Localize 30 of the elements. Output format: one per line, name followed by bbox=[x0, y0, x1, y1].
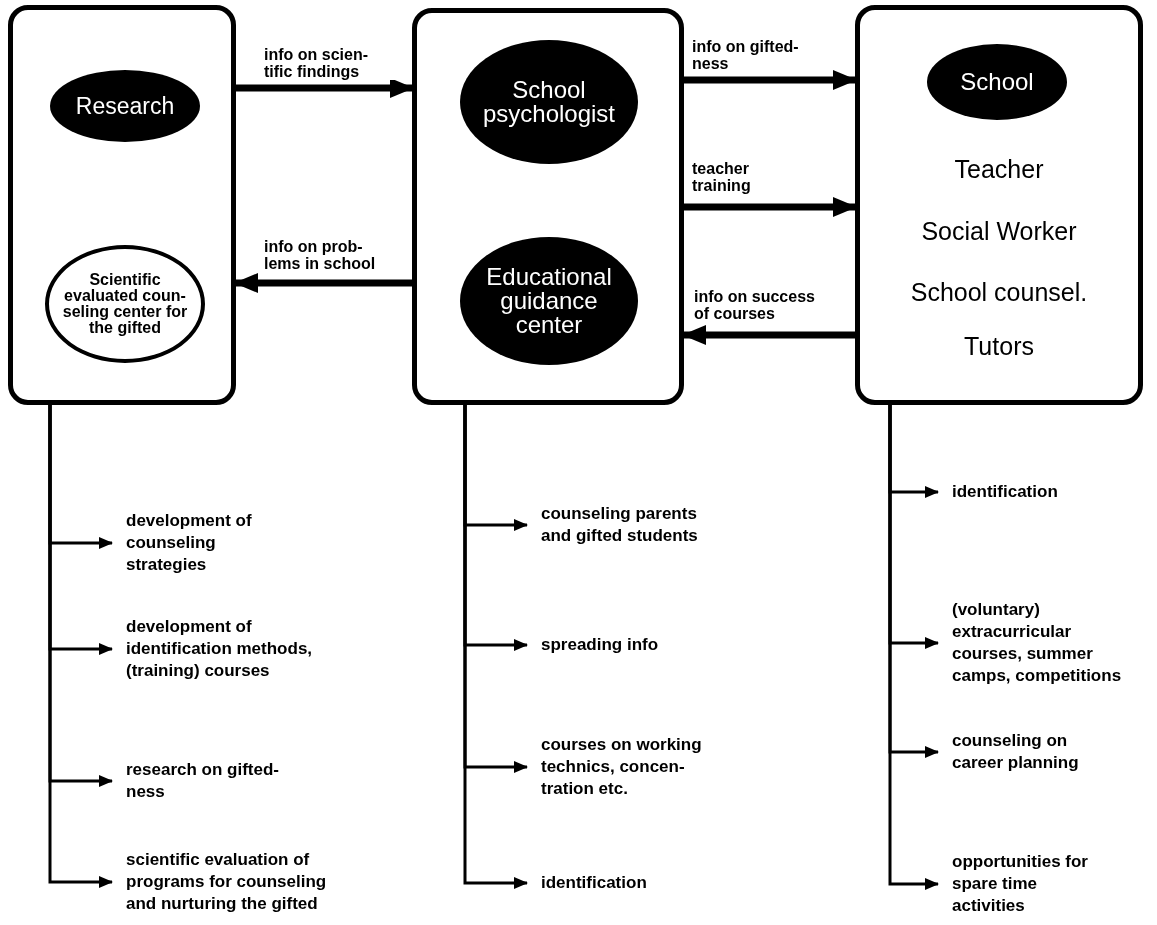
arrow bbox=[234, 273, 412, 293]
arrow bbox=[48, 405, 113, 888]
oval-node: School psychologist bbox=[460, 40, 638, 164]
list-item-text: counseling on career planning bbox=[938, 727, 1102, 777]
oval-node: Scientific evaluated coun- seling center for the gifted bbox=[45, 245, 205, 363]
list-item-text: development of identification methods, (training) courses bbox=[112, 613, 344, 685]
role-label: Teacher bbox=[953, 155, 1045, 184]
list-item-text: scientific evaluation of programs for counseling and nurturing the gifted bbox=[112, 846, 351, 918]
list-item-text: research on gifted- ness bbox=[112, 757, 316, 805]
list-item-text: identification bbox=[938, 479, 1138, 505]
panel bbox=[412, 8, 684, 405]
oval-node: Educational guidance center bbox=[460, 237, 638, 365]
arrow bbox=[463, 405, 528, 889]
arrow bbox=[682, 325, 855, 345]
list-item-text: opportunities for spare time activities bbox=[938, 848, 1107, 920]
list-item-text: spreading info bbox=[527, 632, 727, 658]
list-item-text: courses on working technics, concen- tration etc. bbox=[527, 731, 726, 803]
panel bbox=[855, 5, 1143, 405]
role-label: School counsel. bbox=[909, 278, 1089, 307]
panel bbox=[8, 5, 236, 405]
list-item-text: identification bbox=[527, 870, 727, 896]
oval-node: School bbox=[927, 44, 1067, 120]
edge-label: info on scien- tific findings bbox=[262, 46, 396, 80]
arrow bbox=[888, 405, 939, 890]
list-item-text: (voluntary) extracurricular courses, summer camps, competitions bbox=[938, 585, 1122, 701]
list-item-text: counseling parents and gifted students bbox=[527, 500, 721, 550]
oval-node: Research bbox=[50, 70, 200, 142]
list-item-text: development of counseling strategies bbox=[112, 507, 297, 579]
role-label: Tutors bbox=[963, 332, 1035, 361]
role-label: Social Worker bbox=[920, 217, 1078, 246]
